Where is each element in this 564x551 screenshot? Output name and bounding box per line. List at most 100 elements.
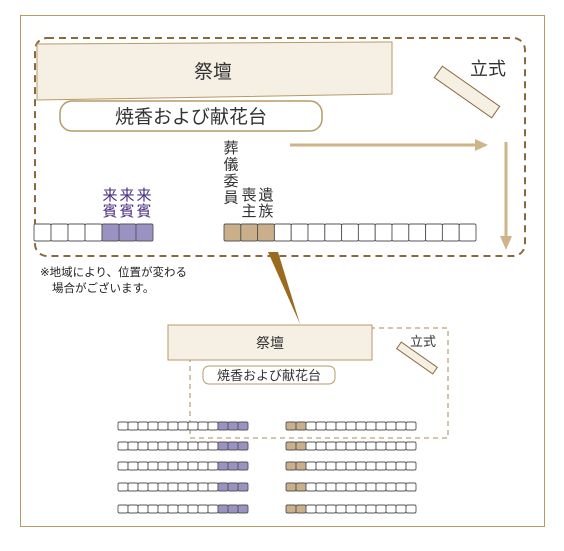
small-seat <box>217 482 229 492</box>
small-seat <box>117 441 129 451</box>
small-seat <box>325 482 337 492</box>
funeral-committee-label-char: 委 <box>223 172 238 190</box>
funeral-committee-label-char: 儀 <box>223 156 238 174</box>
small-seat <box>177 482 189 492</box>
small-seat <box>167 421 179 431</box>
small-seat <box>237 482 249 492</box>
small-seat <box>207 441 219 451</box>
small-seat <box>157 441 169 451</box>
small-seat <box>227 421 239 431</box>
small-offering-table-label: 焼香および献花台 <box>217 368 321 384</box>
small-seat <box>335 421 347 431</box>
small-seat <box>147 504 159 514</box>
altar-label: 祭壇 <box>194 61 232 83</box>
small-seat <box>127 461 139 471</box>
small-seat <box>177 461 189 471</box>
small-seat <box>325 504 337 514</box>
small-seat <box>137 461 149 471</box>
seat <box>273 223 292 242</box>
seat <box>307 223 326 242</box>
seat <box>324 223 343 242</box>
small-seat <box>167 441 179 451</box>
small-seat <box>237 461 249 471</box>
small-seat <box>167 482 179 492</box>
small-seat <box>365 461 377 471</box>
small-seat <box>305 504 317 514</box>
small-seat <box>345 482 357 492</box>
small-seat <box>157 461 169 471</box>
small-seat <box>147 461 159 471</box>
small-seat <box>315 441 327 451</box>
standing-flowers-shape <box>433 65 501 119</box>
bereaved-family-label: 遺族 <box>258 186 273 220</box>
guest-label-3-char: 賓 <box>136 202 151 220</box>
small-seat <box>345 461 357 471</box>
small-seat <box>295 482 307 492</box>
small-seat <box>365 441 377 451</box>
small-seat <box>167 461 179 471</box>
seat <box>33 223 52 242</box>
small-seat <box>127 504 139 514</box>
guest-label-1: 来賓 <box>102 186 117 220</box>
small-seat <box>197 461 209 471</box>
small-seat <box>355 504 367 514</box>
small-seat <box>345 441 357 451</box>
small-seat <box>117 421 129 431</box>
small-seat <box>227 482 239 492</box>
small-seat <box>315 421 327 431</box>
seat <box>458 223 477 242</box>
bereaved-family-label-char: 族 <box>258 202 273 220</box>
small-seat <box>187 441 199 451</box>
small-seat <box>117 504 129 514</box>
small-seat <box>365 482 377 492</box>
small-seat <box>217 421 229 431</box>
small-seat <box>127 482 139 492</box>
small-seat <box>305 421 317 431</box>
small-seat <box>385 441 397 451</box>
small-seat <box>207 482 219 492</box>
small-seat <box>375 441 387 451</box>
small-seat <box>227 461 239 471</box>
seat <box>223 223 242 242</box>
seat <box>84 223 103 242</box>
small-seat <box>295 421 307 431</box>
small-seat <box>187 504 199 514</box>
small-seat <box>375 461 387 471</box>
small-seat <box>345 421 357 431</box>
small-seat <box>187 482 199 492</box>
seat <box>425 223 443 242</box>
seat <box>290 223 309 242</box>
guest-label-2: 来賓 <box>119 186 134 220</box>
small-seat <box>127 421 139 431</box>
small-seat <box>355 461 367 471</box>
small-seat <box>395 482 407 492</box>
small-seat <box>305 441 317 451</box>
small-seat <box>385 504 397 514</box>
small-standing-flowers-shape <box>395 341 439 375</box>
small-seat <box>295 461 307 471</box>
small-seat <box>285 504 297 514</box>
small-seat <box>375 482 387 492</box>
small-seat <box>187 421 199 431</box>
small-seat <box>127 441 139 451</box>
seat <box>441 223 460 242</box>
small-seat <box>217 504 229 514</box>
small-seat <box>147 482 159 492</box>
seat <box>357 223 376 242</box>
small-altar-label: 祭壇 <box>256 335 284 352</box>
chief-mourner-label-char: 喪 <box>241 186 256 204</box>
small-seat <box>207 504 219 514</box>
small-seat <box>405 441 417 451</box>
small-seat <box>197 421 209 431</box>
small-seat <box>355 441 367 451</box>
small-seat <box>197 441 209 451</box>
small-seat <box>325 421 337 431</box>
small-seat <box>315 461 327 471</box>
small-seat <box>355 421 367 431</box>
small-offering-table-shape <box>202 365 336 385</box>
location-note: ※地域により、位置が変わる 場合がございます。 <box>40 264 260 296</box>
small-seat <box>395 421 407 431</box>
zoom-pointer <box>268 252 300 324</box>
